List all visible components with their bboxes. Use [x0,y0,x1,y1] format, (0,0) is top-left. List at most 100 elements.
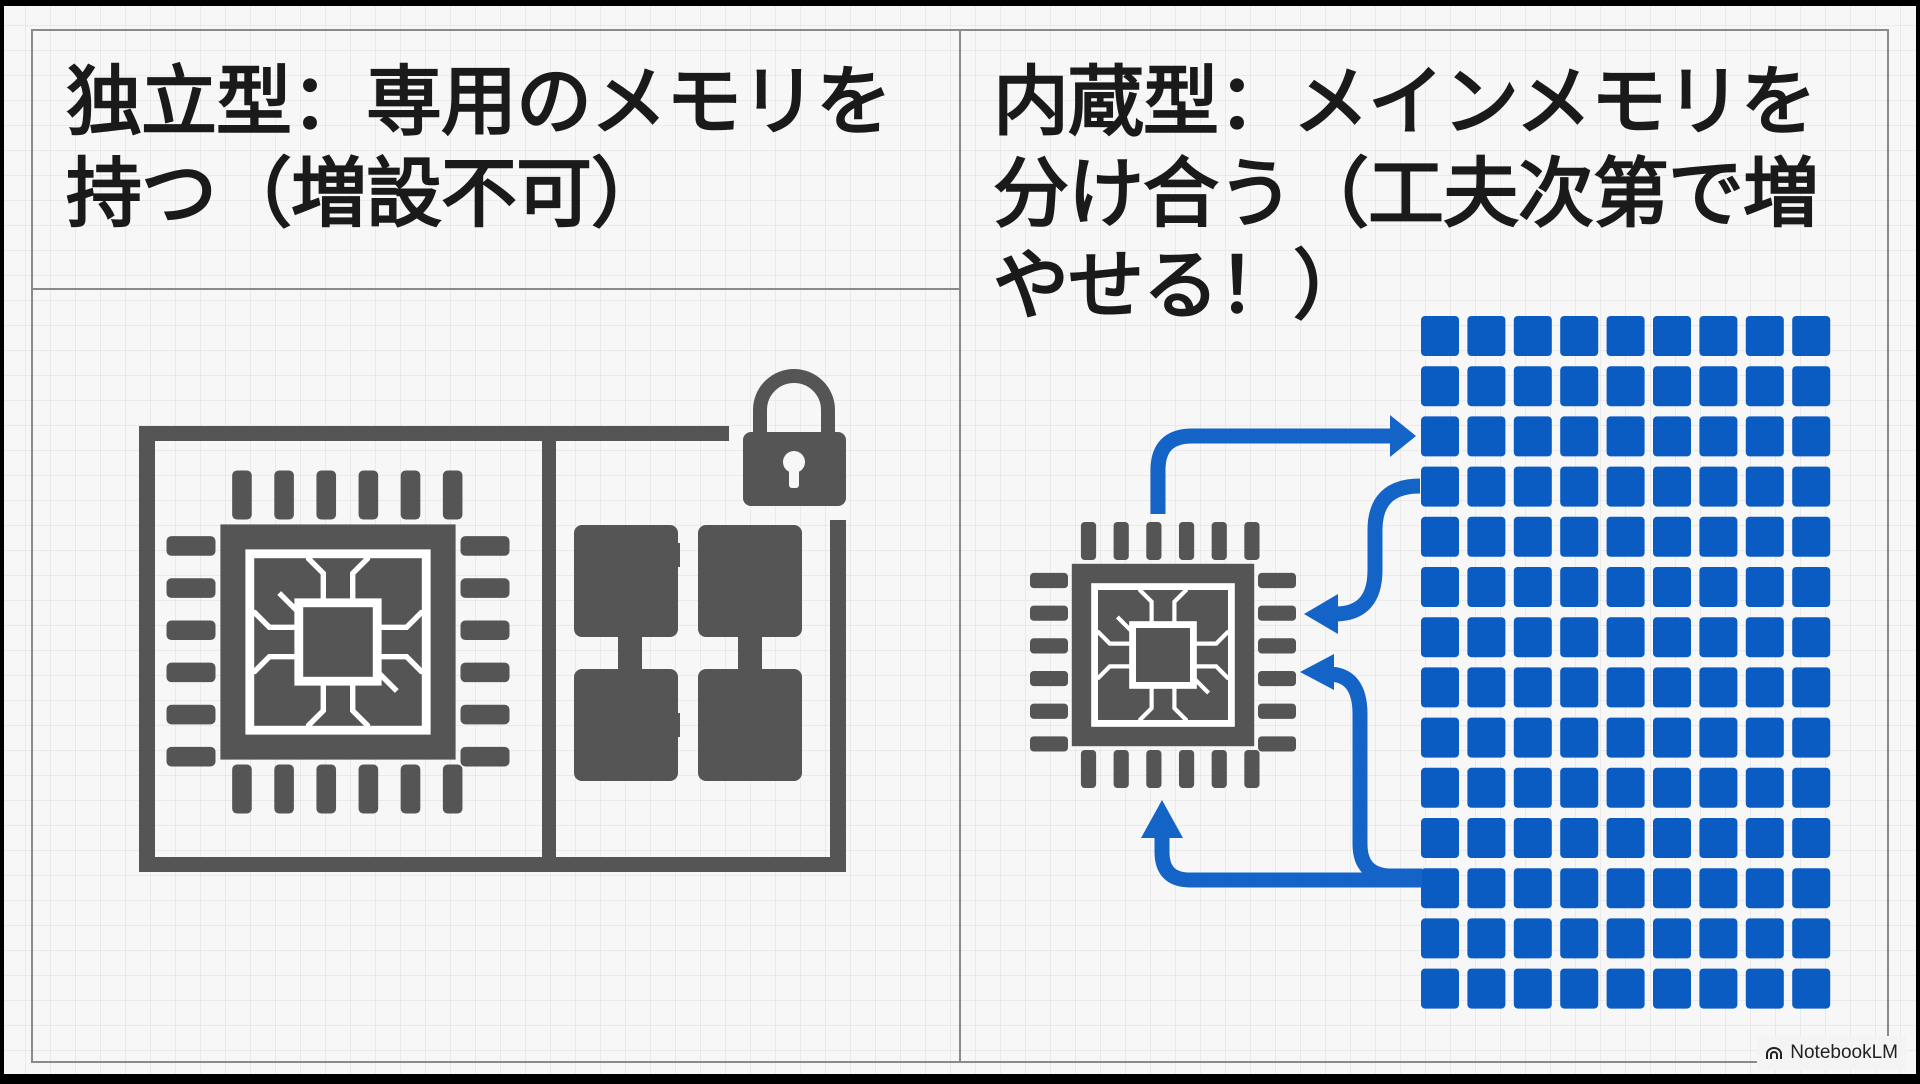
memory-cell [1653,617,1691,658]
memory-cell [1792,918,1831,959]
memory-cell [1513,567,1552,607]
memory-cell [1653,366,1691,407]
memory-cell [1792,516,1831,557]
memory-cell [1513,416,1552,457]
memory-cell [1421,567,1459,607]
memory-cell [1699,466,1738,507]
memory-cell [1745,567,1784,607]
memory-cell [1653,466,1691,507]
memory-cell [1513,717,1552,758]
memory-cell [1606,316,1645,356]
memory-cell [1745,416,1784,457]
memory-cell [1699,617,1738,658]
brand-badge: NotebookLM [1757,1036,1906,1070]
memory-cell [1792,717,1831,758]
memory-cell [1467,968,1506,1009]
brand-label: NotebookLM [1790,1042,1898,1063]
memory-block-icon [574,525,802,781]
memory-cell [1560,466,1599,507]
arrow-icon [1390,415,1416,457]
memory-cell [1792,567,1831,607]
memory-cell [1653,767,1691,808]
memory-cell [1699,968,1738,1009]
memory-cell [1421,868,1459,909]
memory-cell [1606,968,1645,1009]
shared-memory-arrows [1150,428,1422,888]
memory-cell [1745,316,1784,356]
memory-cell [1606,567,1645,607]
memory-cell [1606,516,1645,557]
memory-cell [1421,918,1459,959]
memory-cell [1421,667,1459,708]
enclosure-bottom-wall [139,857,846,872]
memory-cell [1467,316,1506,356]
memory-cell [1606,617,1645,658]
memory-module [574,669,678,781]
memory-cell [1467,466,1506,507]
memory-cell [1560,968,1599,1009]
memory-cell [1560,717,1599,758]
memory-cell [1560,918,1599,959]
memory-cell [1467,868,1506,909]
memory-cell [1653,868,1691,909]
memory-cell [1745,918,1784,959]
memory-cell [1513,968,1552,1009]
memory-module [698,669,802,781]
memory-cell [1421,516,1459,557]
memory-cell [1513,667,1552,708]
memory-cell [1699,416,1738,457]
memory-cell [1699,567,1738,607]
memory-cell [1421,717,1459,758]
memory-cell [1421,767,1459,808]
notebooklm-logo-icon [1766,1047,1783,1059]
memory-cell [1792,667,1831,708]
memory-cell [1745,818,1784,858]
memory-cell [1560,567,1599,607]
memory-cell [1699,366,1738,407]
enclosure-right-wall [830,520,846,872]
memory-module [698,525,802,637]
memory-cell [1699,767,1738,808]
memory-cell [1699,667,1738,708]
memory-cell [1560,516,1599,557]
memory-cell [1745,366,1784,407]
enclosure-top-wall [139,426,729,441]
memory-cell [1421,968,1459,1009]
arrow-icon [1304,594,1338,634]
memory-cell [1421,416,1459,457]
memory-cell [1699,918,1738,959]
padlock-icon [743,369,846,506]
memory-cell [1699,818,1738,858]
memory-cell [1560,818,1599,858]
memory-cell [1606,717,1645,758]
memory-cell [1513,818,1552,858]
memory-cell [1606,466,1645,507]
memory-cell [1467,617,1506,658]
memory-cell [1467,767,1506,808]
memory-cell [1745,968,1784,1009]
memory-cell [1606,767,1645,808]
memory-cell [1467,366,1506,407]
memory-cell [1653,567,1691,607]
memory-grid-icon [1421,316,1831,1009]
right-panel-title: 内蔵型：メインメモリを分け合う（工夫次第で増やせる！） [993,57,1819,330]
memory-cell [1513,868,1552,909]
memory-cell [1421,818,1459,858]
memory-cell [1513,316,1552,356]
memory-cell [1792,316,1831,356]
arrow-memory-to-cpu-lower [1154,836,1422,888]
memory-cell [1421,617,1459,658]
arrow-memory-to-cpu-upper [1334,478,1421,622]
memory-cell [1606,416,1645,457]
arrow-icon [1300,654,1334,690]
memory-cell [1653,316,1691,356]
memory-cell [1699,316,1738,356]
memory-cell [1792,416,1831,457]
memory-cell [1560,617,1599,658]
memory-cell [1792,968,1831,1009]
memory-cell [1606,868,1645,909]
memory-cell [1421,466,1459,507]
memory-cell [1560,667,1599,708]
memory-cell [1745,767,1784,808]
